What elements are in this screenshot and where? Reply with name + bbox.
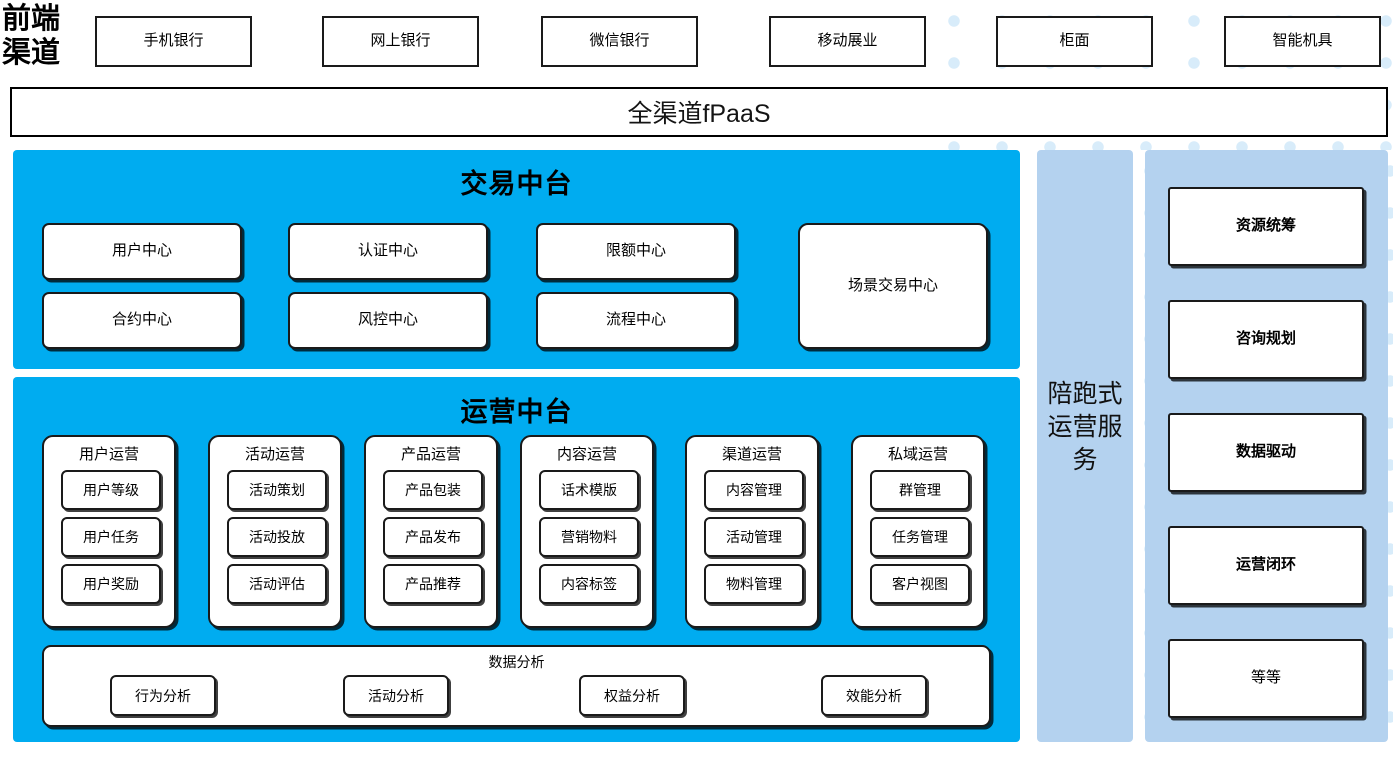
ops-item-material-mgmt[interactable]: 物料管理 — [704, 564, 804, 604]
ops-item-product-packaging[interactable]: 产品包装 — [383, 470, 483, 510]
ops-item-campaign-eval[interactable]: 活动评估 — [227, 564, 327, 604]
channel-box-counter[interactable]: 柜面 — [996, 16, 1153, 67]
channel-box-smart-machine[interactable]: 智能机具 — [1224, 16, 1381, 67]
analysis-item-campaign[interactable]: 活动分析 — [343, 675, 449, 716]
channel-box-online-bank[interactable]: 网上银行 — [322, 16, 479, 67]
front-channel-label-line1: 前端 — [2, 3, 61, 35]
ops-group-content-title: 内容运营 — [556, 446, 617, 463]
ops-item-campaign-mgmt[interactable]: 活动管理 — [704, 517, 804, 557]
channel-box-wechat-bank[interactable]: 微信银行 — [541, 16, 698, 67]
ops-group-private-domain-title: 私域运营 — [887, 446, 948, 463]
trade-center-process[interactable]: 流程中心 — [536, 292, 736, 349]
trade-center-auth[interactable]: 认证中心 — [288, 223, 488, 280]
ops-item-marketing-material[interactable]: 营销物料 — [539, 517, 639, 557]
service-column-label: 陪跑式运营服务 — [1047, 380, 1123, 474]
ops-group-campaign: 活动运营 活动策划 活动投放 活动评估 — [208, 435, 342, 628]
trade-platform-title: 交易中台 — [460, 169, 573, 199]
trade-platform-panel: 交易中台 用户中心 认证中心 限额中心 合约中心 风控中心 流程中心 场景交易中… — [13, 150, 1020, 369]
trade-center-limit[interactable]: 限额中心 — [536, 223, 736, 280]
service-column-panel: 陪跑式运营服务 — [1037, 150, 1133, 742]
ops-group-channel: 渠道运营 内容管理 活动管理 物料管理 — [685, 435, 819, 628]
ops-group-user: 用户运营 用户等级 用户任务 用户奖励 — [42, 435, 176, 628]
ops-item-product-recommend[interactable]: 产品推荐 — [383, 564, 483, 604]
front-channel-label-line2: 渠道 — [2, 37, 61, 70]
ops-item-content-tag[interactable]: 内容标签 — [539, 564, 639, 604]
value-box-consulting-planning[interactable]: 咨询规划 — [1168, 300, 1364, 379]
channel-box-mobile-bank[interactable]: 手机银行 — [95, 16, 252, 67]
ops-item-customer-view[interactable]: 客户视图 — [870, 564, 970, 604]
ops-item-content-mgmt[interactable]: 内容管理 — [704, 470, 804, 510]
value-box-data-driven[interactable]: 数据驱动 — [1168, 413, 1364, 492]
channel-box-mobile-business[interactable]: 移动展业 — [769, 16, 926, 67]
data-analysis-card: 数据分析 行为分析 活动分析 权益分析 效能分析 — [42, 645, 991, 727]
analysis-item-efficiency[interactable]: 效能分析 — [821, 675, 927, 716]
trade-center-risk[interactable]: 风控中心 — [288, 292, 488, 349]
ops-item-user-level[interactable]: 用户等级 — [61, 470, 161, 510]
ops-group-content: 内容运营 话术模版 营销物料 内容标签 — [520, 435, 654, 628]
front-channel-label: 前端 渠道 — [2, 2, 80, 70]
trade-center-scenario[interactable]: 场景交易中心 — [798, 223, 988, 349]
ops-platform-panel: 运营中台 用户运营 用户等级 用户任务 用户奖励 活动运营 活动策划 活动投放 … — [13, 377, 1020, 742]
trade-center-contract[interactable]: 合约中心 — [42, 292, 242, 349]
trade-center-user[interactable]: 用户中心 — [42, 223, 242, 280]
ops-group-channel-title: 渠道运营 — [721, 446, 782, 463]
ops-item-user-reward[interactable]: 用户奖励 — [61, 564, 161, 604]
value-box-resource-coordination[interactable]: 资源统筹 — [1168, 187, 1364, 266]
value-box-etc[interactable]: 等等 — [1168, 639, 1364, 718]
analysis-item-benefit[interactable]: 权益分析 — [579, 675, 685, 716]
ops-group-campaign-title: 活动运营 — [244, 446, 305, 463]
value-column-panel: 资源统筹 咨询规划 数据驱动 运营闭环 等等 — [1145, 150, 1388, 742]
ops-platform-title: 运营中台 — [460, 397, 573, 427]
ops-item-user-task[interactable]: 用户任务 — [61, 517, 161, 557]
data-analysis-title: 数据分析 — [488, 654, 545, 670]
ops-item-group-mgmt[interactable]: 群管理 — [870, 470, 970, 510]
ops-item-product-release[interactable]: 产品发布 — [383, 517, 483, 557]
ops-item-campaign-launch[interactable]: 活动投放 — [227, 517, 327, 557]
value-box-operation-loop[interactable]: 运营闭环 — [1168, 526, 1364, 605]
analysis-item-behavior[interactable]: 行为分析 — [110, 675, 216, 716]
fpaas-label: 全渠道fPaaS — [627, 100, 771, 128]
ops-item-campaign-plan[interactable]: 活动策划 — [227, 470, 327, 510]
fpaas-bar[interactable]: 全渠道fPaaS — [10, 87, 1388, 137]
ops-item-task-mgmt[interactable]: 任务管理 — [870, 517, 970, 557]
ops-group-product-title: 产品运营 — [400, 446, 461, 463]
ops-item-script-template[interactable]: 话术模版 — [539, 470, 639, 510]
ops-group-product: 产品运营 产品包装 产品发布 产品推荐 — [364, 435, 498, 628]
ops-group-user-title: 用户运营 — [78, 446, 139, 463]
ops-group-private-domain: 私域运营 群管理 任务管理 客户视图 — [851, 435, 985, 628]
